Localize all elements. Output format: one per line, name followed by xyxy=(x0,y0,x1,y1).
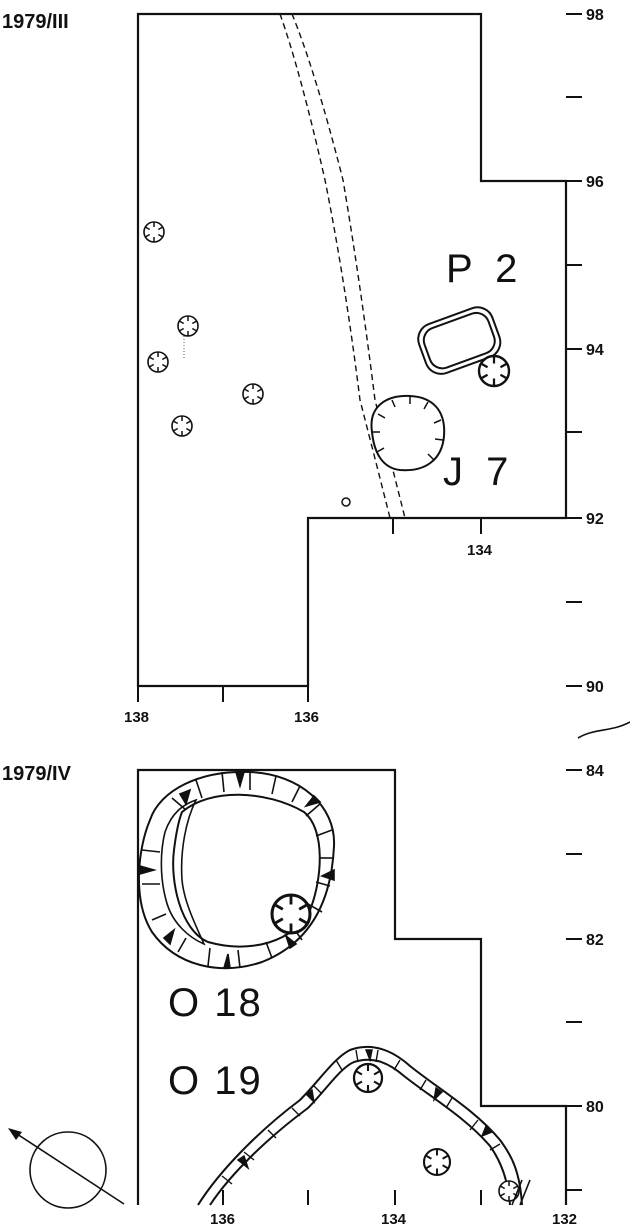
x-axis-top xyxy=(137,518,482,702)
feature-o19 xyxy=(197,1045,523,1206)
feature-j7 xyxy=(370,394,446,472)
feature-o18 xyxy=(137,770,336,970)
y-tick-84: 84 xyxy=(586,763,604,780)
x-tick-136: 136 xyxy=(294,709,319,726)
posthole-5 xyxy=(171,415,193,437)
y-tick-90: 90 xyxy=(586,679,604,696)
pit-o19-c xyxy=(498,1180,520,1202)
top-plan-title: 1979/III xyxy=(2,11,69,33)
pit-o19-b xyxy=(422,1147,452,1177)
pit-o19-a xyxy=(352,1062,384,1094)
label-j7: J 7 xyxy=(443,450,514,494)
y-tick-98: 98 xyxy=(586,7,604,24)
x-tick-136-b: 136 xyxy=(210,1211,235,1228)
north-arrow-icon xyxy=(8,1128,125,1209)
feature-p2 xyxy=(417,306,502,375)
label-p2: P 2 xyxy=(446,247,523,291)
label-o19: O 19 xyxy=(168,1059,263,1103)
y-tick-92: 92 xyxy=(586,511,604,528)
x-tick-134-inline: 134 xyxy=(467,542,493,559)
x-tick-138: 138 xyxy=(124,709,149,726)
posthole-3 xyxy=(147,351,169,373)
x-tick-132-b: 132 xyxy=(552,1211,577,1228)
x-axis-bottom xyxy=(222,1190,567,1205)
trench-outline-top xyxy=(136,12,568,688)
break-line-b xyxy=(519,1179,531,1206)
label-o18: O 18 xyxy=(168,981,263,1025)
break-line-a xyxy=(511,1179,523,1206)
bottom-plan: 1979/IV xyxy=(2,763,604,1228)
pit-in-o18 xyxy=(270,893,312,935)
y-tick-96: 96 xyxy=(586,174,604,191)
y-axis-bottom xyxy=(566,769,582,1191)
y-tick-80: 80 xyxy=(586,1099,604,1116)
y-axis-top xyxy=(566,13,582,687)
bottom-plan-title: 1979/IV xyxy=(2,763,72,785)
x-tick-134-b: 134 xyxy=(381,1211,407,1228)
trench-outline-bottom xyxy=(136,768,568,1205)
small-find xyxy=(341,497,351,507)
pit-near-p2 xyxy=(477,354,511,388)
posthole-4 xyxy=(242,383,264,405)
y-tick-94: 94 xyxy=(586,342,604,359)
posthole-1 xyxy=(143,221,165,243)
y-tick-82: 82 xyxy=(586,932,604,949)
scale-break-mark xyxy=(577,721,630,739)
dashed-line-a xyxy=(279,13,391,519)
top-plan: 1979/III P 2 xyxy=(2,7,604,726)
posthole-2 xyxy=(177,315,199,337)
